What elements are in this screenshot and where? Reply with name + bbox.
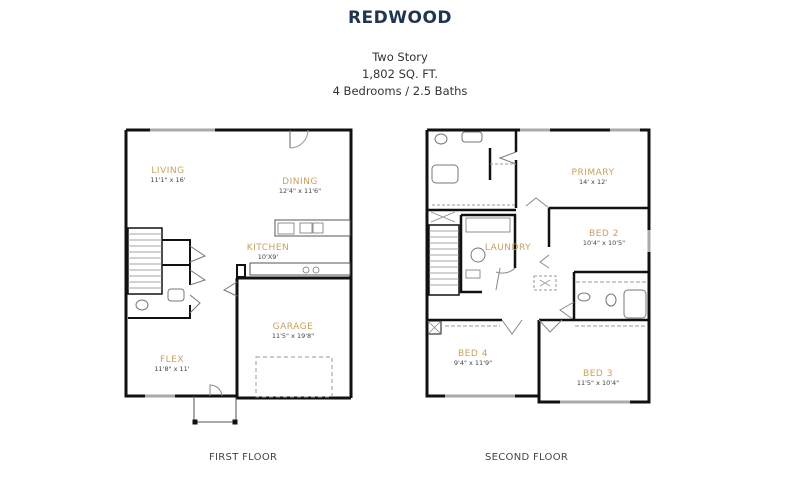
room-bed4-name: BED 4 [458,349,488,359]
room-bed2-name: BED 2 [589,229,619,239]
room-living-dims: 11'1" x 16' [150,176,185,184]
room-primary-dims: 14' x 12' [579,178,607,186]
room-dining-dims: 12'4" x 11'6" [279,187,321,195]
room-flex-name: FLEX [160,355,184,365]
second-floor-label: SECOND FLOOR [485,452,569,463]
room-garage-name: GARAGE [273,322,314,332]
room-kitchen-name: KITCHEN [247,243,290,253]
room-garage-dims: 11'5" x 19'8" [272,332,314,340]
room-laundry-name: LAUNDRY [485,243,531,253]
room-bed3-dims: 11'5" x 10'4" [577,379,619,387]
room-kitchen-dims: 10'X9' [258,253,279,261]
plan-title: REDWOOD [347,8,453,28]
room-flex-dims: 11'8" x 11' [154,365,189,373]
room-bed2-dims: 10'4" x 10'5" [583,239,625,247]
first-floor-plan [124,128,353,425]
room-living-name: LIVING [151,166,184,176]
bed-bath-text: 4 Bedrooms / 2.5 Baths [332,84,468,98]
room-bed3-name: BED 3 [583,369,613,379]
stories-text: Two Story [372,50,428,64]
room-dining-name: DINING [282,177,318,187]
second-floor-plan [425,128,651,404]
first-floor-label: FIRST FLOOR [209,452,278,463]
room-bed4-dims: 9'4" x 11'9" [454,359,492,367]
square-feet-text: 1,802 SQ. FT. [362,67,438,81]
room-primary-name: PRIMARY [572,168,615,178]
